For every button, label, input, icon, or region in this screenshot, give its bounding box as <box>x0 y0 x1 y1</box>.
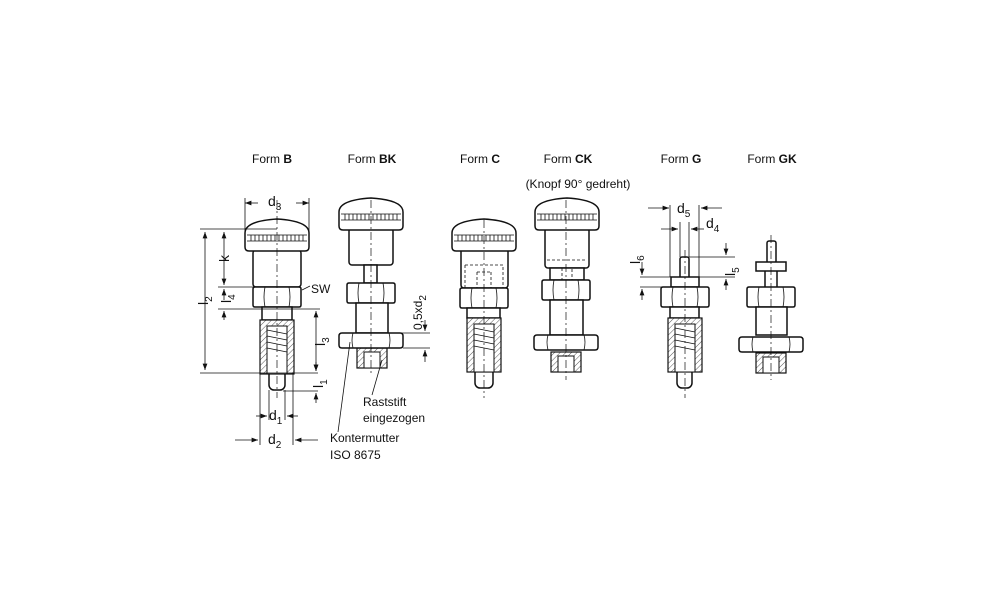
form-b-drawing <box>200 198 320 445</box>
form-g-drawing <box>639 205 735 398</box>
dim-sw: SW <box>311 282 331 296</box>
dim-d5: d5 <box>677 200 691 220</box>
form-gk-label: Form GK <box>747 152 797 166</box>
form-gk-drawing <box>738 235 804 380</box>
dim-l6: l6 <box>627 255 647 264</box>
dim-l4: l4 <box>218 294 238 303</box>
form-g-label: Form G <box>661 152 702 166</box>
form-c-label: Form C <box>460 152 500 166</box>
ck-note: (Knopf 90° gedreht) <box>526 177 631 191</box>
dim-d3: d3 <box>268 193 282 213</box>
raststift-note-line2: eingezogen <box>363 411 425 425</box>
dim-l2: l2 <box>195 296 215 305</box>
dim-k: k <box>216 254 232 262</box>
dim-l5: l5 <box>722 267 742 276</box>
form-ck-drawing <box>533 197 600 380</box>
dim-l3: l3 <box>312 337 332 346</box>
dim-l1: l1 <box>310 379 330 388</box>
form-b-label: Form B <box>252 152 292 166</box>
dim-d2: d2 <box>268 431 282 451</box>
form-c-drawing <box>451 218 517 398</box>
kontermutter-note-line2: ISO 8675 <box>330 448 381 462</box>
form-bk-drawing <box>337 197 430 433</box>
dim-d4: d4 <box>706 215 720 235</box>
form-bk-label: Form BK <box>348 152 397 166</box>
raststift-note-line1: Raststift <box>363 395 407 409</box>
form-ck-label: Form CK <box>544 152 593 166</box>
dim-d1: d1 <box>269 407 283 427</box>
kontermutter-note-line1: Kontermutter <box>330 431 399 445</box>
dim-half-d2: 0,5xd2 <box>411 295 429 330</box>
